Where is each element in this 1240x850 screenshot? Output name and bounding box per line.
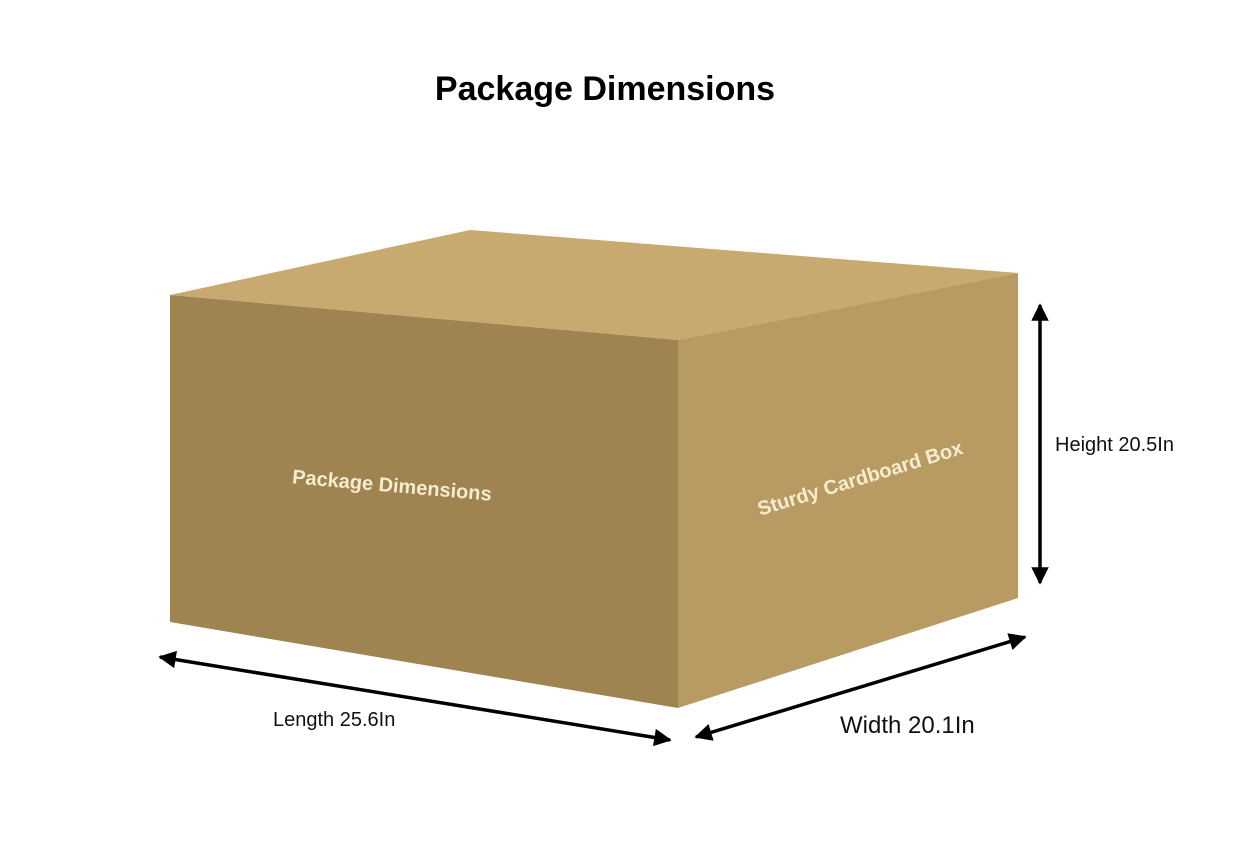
length-arrow xyxy=(158,650,672,747)
length-label: Length 25.6In xyxy=(273,709,395,731)
box-side-face xyxy=(678,273,1018,708)
width-arrow xyxy=(694,633,1027,741)
height-label: Height 20.5In xyxy=(1055,434,1174,456)
box-front-face xyxy=(170,295,678,708)
page-title: Package Dimensions xyxy=(435,70,775,108)
box-top-face xyxy=(170,230,1018,340)
width-label: Width 20.1In xyxy=(840,712,975,739)
